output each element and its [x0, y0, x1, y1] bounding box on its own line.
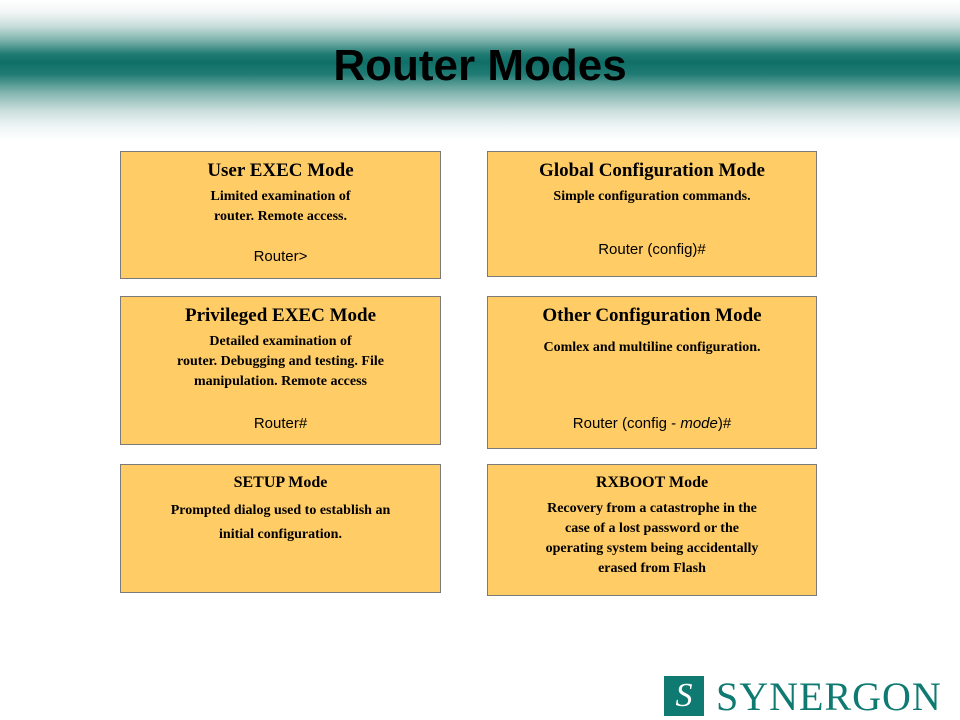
card-heading: User EXEC Mode: [207, 160, 354, 181]
card-heading: RXBOOT Mode: [595, 474, 709, 491]
synergon-logo-mark-icon: S: [664, 676, 704, 716]
card-description: Limited examination of router. Remote ac…: [210, 189, 351, 224]
card-prompt: Router#: [253, 415, 308, 432]
card-prompt: Router (config - mode)#: [488, 415, 816, 433]
card-global-configuration-mode: Global Configuration Mode Simple configu…: [487, 151, 817, 277]
slide-title: Router Modes: [333, 41, 627, 90]
prompt-mode: mode: [680, 415, 718, 432]
card-heading: Other Configuration Mode: [542, 305, 762, 326]
synergon-logo: S SYNERGON: [664, 674, 946, 719]
prompt-suffix: )#: [717, 415, 732, 432]
card-heading: Privileged EXEC Mode: [184, 305, 377, 326]
card-setup-mode: SETUP Mode Prompted dialog used to estab…: [120, 464, 441, 593]
card-heading: Global Configuration Mode: [539, 160, 765, 181]
card-user-exec-mode: User EXEC Mode Limited examination of ro…: [120, 151, 441, 279]
prompt-prefix: Router (config -: [572, 415, 681, 432]
card-description: Simple configuration commands.: [553, 189, 751, 204]
card-prompt: Router>: [253, 248, 308, 265]
card-description: Prompted dialog used to establish an ini…: [170, 503, 391, 542]
synergon-logo-text: SYNERGON: [716, 674, 942, 719]
card-description: Comlex and multiline configuration.: [543, 340, 761, 355]
card-rxboot-mode: RXBOOT Mode Recovery from a catastrophe …: [487, 464, 817, 596]
card-description: Detailed examination of router. Debuggin…: [177, 334, 384, 389]
card-description: Recovery from a catastrophe in the case …: [545, 501, 759, 576]
card-prompt: Router (config)#: [598, 241, 706, 258]
card-other-configuration-mode: Other Configuration Mode Comlex and mult…: [487, 296, 817, 449]
header-banner: [0, 0, 960, 140]
card-privileged-exec-mode: Privileged EXEC Mode Detailed examinatio…: [120, 296, 441, 445]
card-heading: SETUP Mode: [233, 474, 328, 491]
